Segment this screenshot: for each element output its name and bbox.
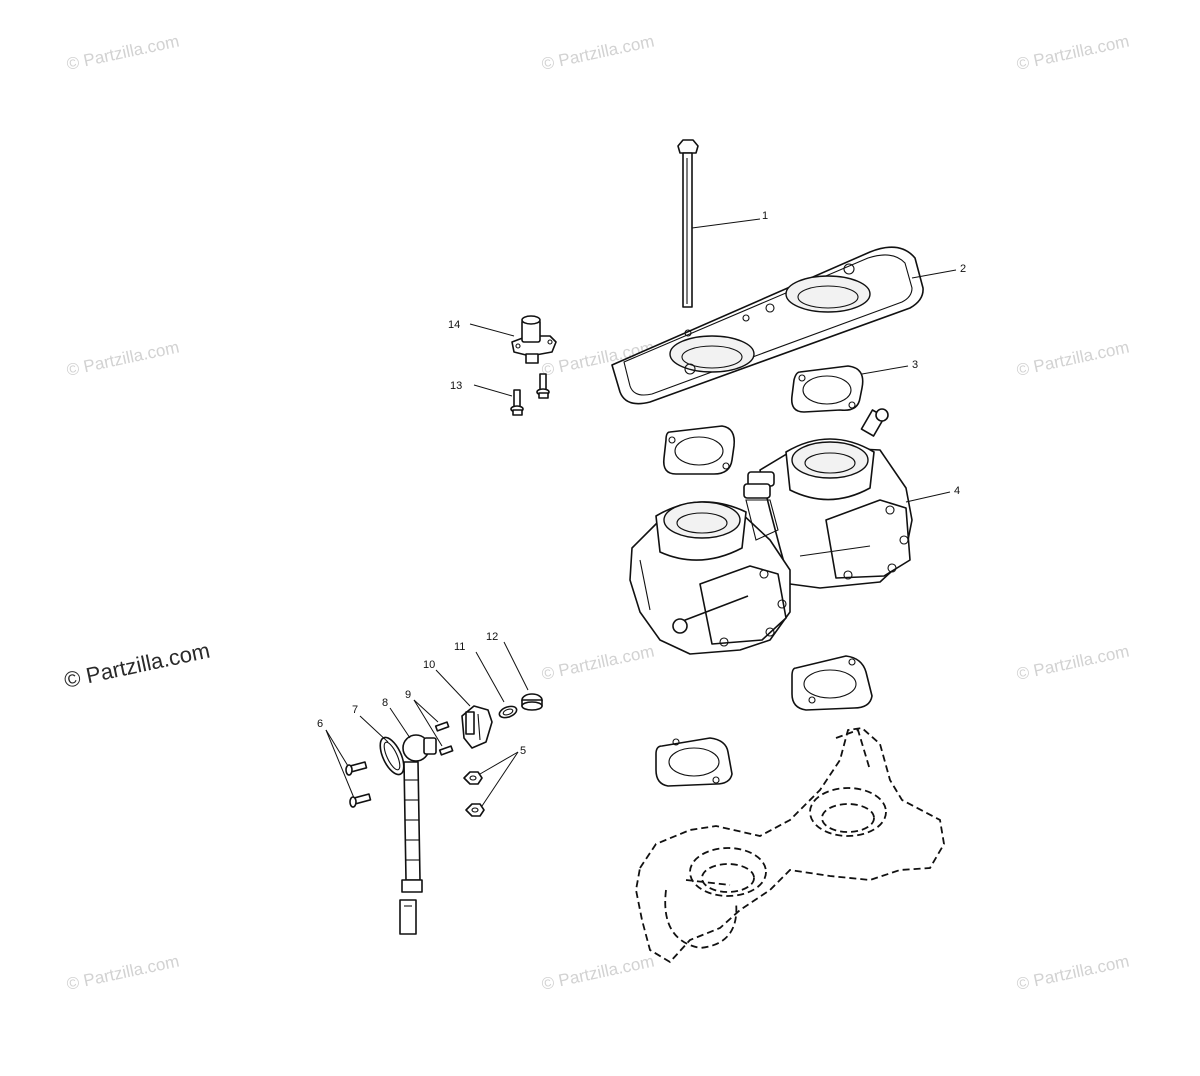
gasket-flange-upper	[791, 655, 873, 711]
watermark: © Partzilla.com	[65, 338, 181, 380]
part-14-sensor	[511, 315, 557, 364]
watermark: © Partzilla.com	[65, 32, 181, 74]
watermark: © Partzilla.com	[540, 642, 656, 684]
part-11-clip	[498, 705, 518, 719]
callout-labels: 1 2 3 4 5 6 7 8 9 10 11 12 13 14	[317, 210, 966, 757]
part-10-valve-body	[461, 705, 493, 749]
callout-1: 1	[762, 210, 768, 222]
part-6-screws	[345, 761, 372, 808]
part-3-gasket-lower	[662, 425, 736, 475]
gasket-flange-lower	[655, 737, 733, 787]
part-9-pins	[434, 721, 454, 756]
intake-manifold-reference	[635, 727, 945, 964]
part-12-cap	[521, 693, 543, 711]
callout-14: 14	[448, 319, 460, 331]
callout-4: 4	[954, 485, 960, 497]
watermark: © Partzilla.com	[1015, 32, 1131, 74]
watermark: © Partzilla.com	[1015, 338, 1131, 380]
callout-3: 3	[912, 359, 918, 371]
callout-10: 10	[423, 659, 435, 671]
watermark: © Partzilla.com	[65, 952, 181, 994]
callout-5: 5	[520, 745, 526, 757]
watermark: © Partzilla.com	[1015, 642, 1131, 684]
watermark: © Partzilla.com	[540, 32, 656, 74]
callout-6: 6	[317, 718, 323, 730]
callout-12: 12	[486, 631, 498, 643]
callout-2: 2	[960, 263, 966, 275]
watermark: © Partzilla.com	[540, 952, 656, 994]
part-2-plate	[611, 246, 924, 405]
leader-lines	[325, 218, 957, 807]
callout-13: 13	[450, 380, 462, 392]
callout-7: 7	[352, 704, 358, 716]
part-8-fuel-pickup	[399, 734, 437, 935]
part-1-long-bolt	[677, 139, 699, 308]
part-5-nuts	[463, 771, 485, 817]
callout-9: 9	[405, 689, 411, 701]
part-13-screws	[510, 373, 550, 416]
watermark-layer: © Partzilla.com © Partzilla.com © Partzi…	[62, 32, 1131, 994]
watermark-dark: © Partzilla.com	[62, 638, 212, 693]
part-4-throttle-body	[629, 408, 913, 655]
callout-8: 8	[382, 697, 388, 709]
part-3-gasket-upper	[790, 365, 864, 413]
watermark: © Partzilla.com	[1015, 952, 1131, 994]
callout-11: 11	[454, 641, 465, 653]
